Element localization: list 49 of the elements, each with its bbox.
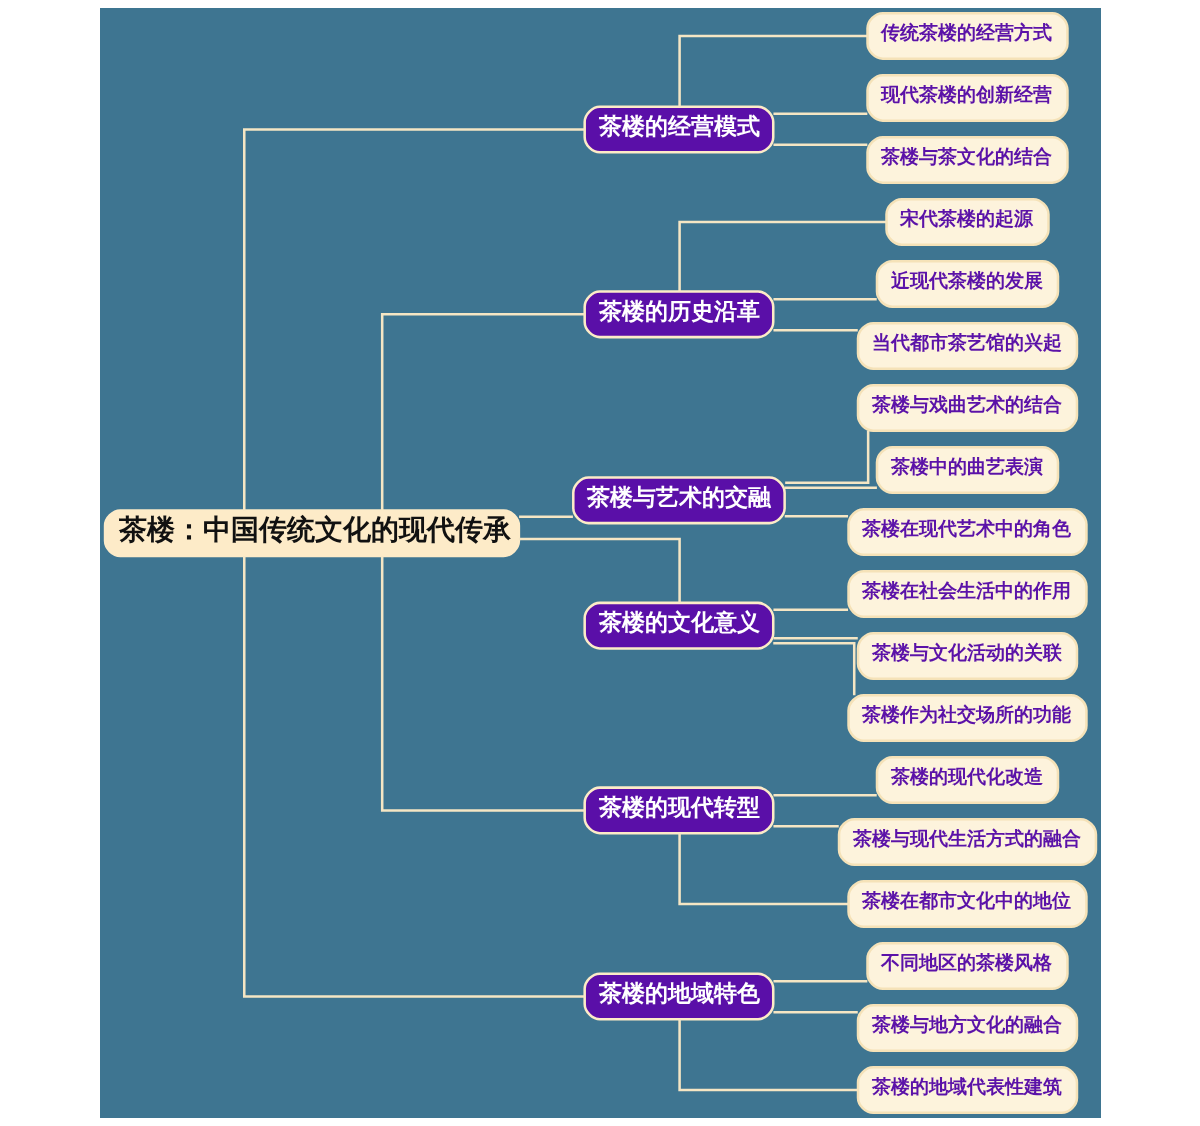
connector (772, 297, 877, 301)
connector (772, 112, 867, 115)
connector (772, 328, 858, 332)
connector (772, 637, 858, 640)
connector (772, 979, 867, 983)
node-box: 茶楼与茶文化的结合 (865, 135, 1069, 184)
node-box: 当代都市茶艺馆的兴起 (856, 321, 1078, 370)
connector (518, 515, 573, 519)
connector (772, 824, 839, 828)
node-box: 茶楼与艺术的交融 (571, 476, 786, 525)
connector (772, 642, 855, 696)
connector (772, 1011, 858, 1014)
node-box: 茶楼与文化活动的关联 (856, 631, 1078, 681)
node-box: 不同地区的茶楼风格 (865, 942, 1069, 991)
connector (772, 793, 877, 797)
node-box: 茶楼作为社交场所的功能 (846, 693, 1088, 743)
connector (772, 143, 867, 147)
connector (784, 514, 848, 518)
connector (242, 556, 585, 998)
node-box: 宋代茶楼的起源 (884, 197, 1050, 246)
connector (677, 833, 848, 906)
node-box: 茶楼与戏曲艺术的结合 (856, 383, 1078, 433)
node-box: 茶楼的现代转型 (582, 786, 774, 835)
node-box: 茶楼在都市文化中的地位 (846, 880, 1088, 929)
node-box: 传统茶楼的经营方式 (865, 11, 1069, 60)
connector (772, 608, 848, 612)
connector (380, 556, 585, 812)
node-box: 茶楼的历史沿革 (582, 290, 774, 339)
connector (518, 537, 681, 603)
node-box: 近现代茶楼的发展 (875, 259, 1059, 308)
connector (784, 430, 869, 484)
connector (677, 1019, 858, 1092)
node-box: 茶楼的地域代表性建筑 (856, 1066, 1078, 1115)
node-box: 茶楼在社会生活中的作用 (846, 569, 1088, 619)
connector (380, 313, 585, 511)
node-box: 茶楼在现代艺术中的角色 (846, 507, 1088, 557)
connector (677, 220, 886, 292)
node-box: 茶楼与地方文化的融合 (856, 1004, 1078, 1053)
node-box: 茶楼的地域特色 (582, 972, 774, 1021)
node-box: 茶楼的现代化改造 (875, 756, 1059, 805)
node-box: 茶楼：中国传统文化的现代传承 (103, 509, 520, 558)
node-box: 茶楼的文化意义 (582, 601, 774, 650)
node-box: 茶楼与现代生活方式的融合 (837, 818, 1097, 867)
node-box: 现代茶楼的创新经营 (865, 73, 1069, 122)
connector (242, 128, 585, 511)
connector (784, 486, 877, 489)
node-box: 茶楼中的曲艺表演 (875, 445, 1059, 495)
connector (677, 34, 867, 107)
node-box: 茶楼的经营模式 (582, 105, 774, 154)
